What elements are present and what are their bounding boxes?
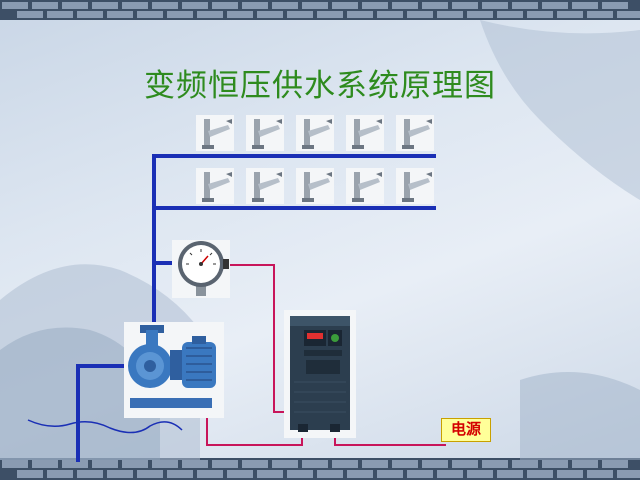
faucet-icon [196, 168, 234, 204]
faucet-icon [346, 168, 384, 204]
faucet-icon [246, 168, 284, 204]
faucets-lower-row [196, 168, 434, 204]
gauge-signal-wire [229, 264, 290, 413]
faucet-icon [396, 115, 434, 151]
faucet-icon [296, 115, 334, 151]
power-label: 电源 [441, 418, 491, 442]
water-pipes [76, 154, 436, 462]
bottom-brick-border [0, 458, 640, 480]
faucet-icon [396, 168, 434, 204]
water-pump-icon [124, 322, 224, 418]
faucet-icon [246, 115, 284, 151]
suction-pipe [76, 364, 128, 462]
top-brick-border [0, 0, 640, 20]
faucets-upper-row [196, 115, 434, 151]
frequency-inverter-icon [284, 310, 356, 438]
pressure-gauge-icon [172, 240, 230, 298]
faucet-icon [296, 168, 334, 204]
water-surface [27, 419, 183, 434]
slide-title: 变频恒压供水系统原理图 [144, 68, 496, 104]
faucet-icon [346, 115, 384, 151]
faucet-icon [196, 115, 234, 151]
